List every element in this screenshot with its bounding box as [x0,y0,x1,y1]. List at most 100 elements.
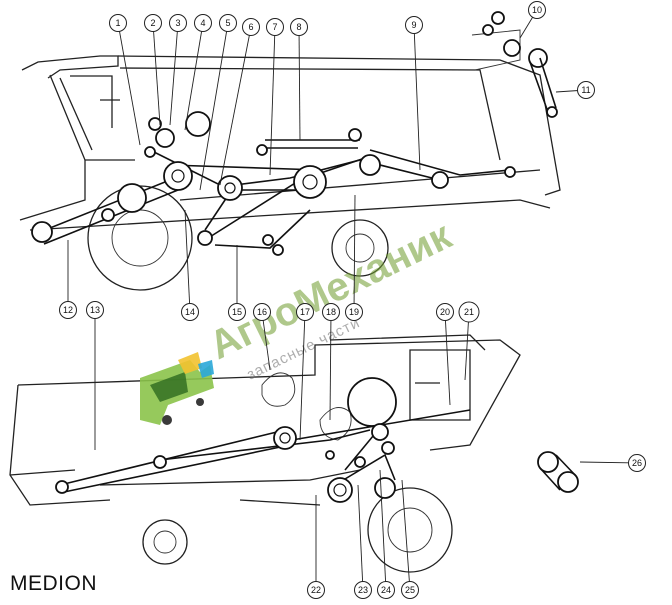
callout-number: 3 [175,18,180,28]
callout-number: 1 [115,18,120,28]
callout-1: 1 [109,14,141,146]
callout-leader [444,311,451,406]
callout-circle [322,303,340,321]
callout-circle [219,14,237,32]
callout-leader [152,22,161,126]
callout-circle [242,18,260,36]
callout-circle [109,14,127,32]
callout-number: 10 [532,5,542,15]
callout-circle [401,581,419,599]
callout-circle [577,81,595,99]
callout-number: 7 [272,22,277,32]
callout-11: 11 [555,81,595,99]
callout-number: 2 [150,18,155,28]
callout-23: 23 [354,484,372,599]
callout-number: 18 [326,307,336,317]
callout-19: 19 [345,194,363,321]
callout-number: 20 [440,307,450,317]
callout-17: 17 [296,303,314,441]
callout-leader [299,311,306,441]
callout-25: 25 [401,479,419,599]
callout-leader [379,469,387,591]
callout-4: 4 [184,14,212,131]
callout-12: 12 [59,240,77,319]
callout-circle [86,301,104,319]
bottom-belts [59,409,471,493]
callout-13: 13 [86,301,104,450]
callout-24: 24 [377,469,395,599]
model-label: MEDION [10,572,97,595]
callout-number: 22 [311,585,321,595]
callout-circle [181,303,199,321]
callout-16: 16 [253,303,271,371]
callout-circle [228,303,246,321]
callout-number: 12 [63,305,73,315]
callout-leader [579,461,638,464]
bottom-pulleys [55,377,397,503]
callout-leader [184,209,191,313]
callout-leader [219,26,252,186]
callout-leader [117,22,141,146]
callout-leader [401,479,411,591]
callout-leader [298,26,301,141]
callout-leader [464,311,470,381]
callout-circle [436,303,454,321]
bottom-combine-outline [9,334,521,573]
callout-leader [357,484,364,591]
callout-circle [307,581,325,599]
callout-number: 17 [300,307,310,317]
callout-circle [354,581,372,599]
callout-9: 9 [405,16,423,171]
callout-circle [405,16,423,34]
callout-number: 21 [464,307,474,317]
callout-circle [266,18,284,36]
harvester-logo-icon [140,352,214,425]
callout-number: 25 [405,585,415,595]
callout-circle [290,18,308,36]
inset-pulley-26 [537,451,579,493]
callout-leader [329,311,332,421]
callout-number: 5 [225,18,230,28]
callout-leader [261,311,271,371]
callout-leader [169,22,179,126]
callout-leader [413,24,421,171]
callout-leader [199,22,229,191]
callout-number: 11 [581,85,590,95]
callout-circle [528,1,546,19]
callout-21: 21 [458,301,480,381]
callout-leader [184,22,204,131]
callout-circle [296,303,314,321]
callout-number: 4 [200,18,205,28]
callout-leader [269,26,276,176]
callout-10: 10 [519,1,546,39]
callout-circle [169,14,187,32]
callout-6: 6 [219,18,260,186]
callout-circle [144,14,162,32]
callout-14: 14 [181,209,199,321]
callout-number: 24 [381,585,391,595]
callout-circle [253,303,271,321]
callout-leader [353,194,356,313]
callout-15: 15 [228,245,246,321]
callout-18: 18 [322,303,340,421]
callout-circle [628,454,646,472]
callout-circle [345,303,363,321]
top-pulleys [31,111,516,256]
callout-circle [59,301,77,319]
callout-2: 2 [144,14,162,126]
callout-number: 19 [349,307,359,317]
callout-26: 26 [579,454,646,472]
callout-number: 6 [248,22,253,32]
callout-number: 8 [296,22,301,32]
callout-5: 5 [199,14,237,191]
callout-number: 23 [358,585,368,595]
callout-circle [194,14,212,32]
callout-circle [458,301,480,323]
callout-20: 20 [436,303,454,406]
callout-number: 16 [257,307,267,317]
callout-7: 7 [266,18,284,176]
top-combine-outline [19,55,561,291]
callout-number: 9 [411,20,416,30]
